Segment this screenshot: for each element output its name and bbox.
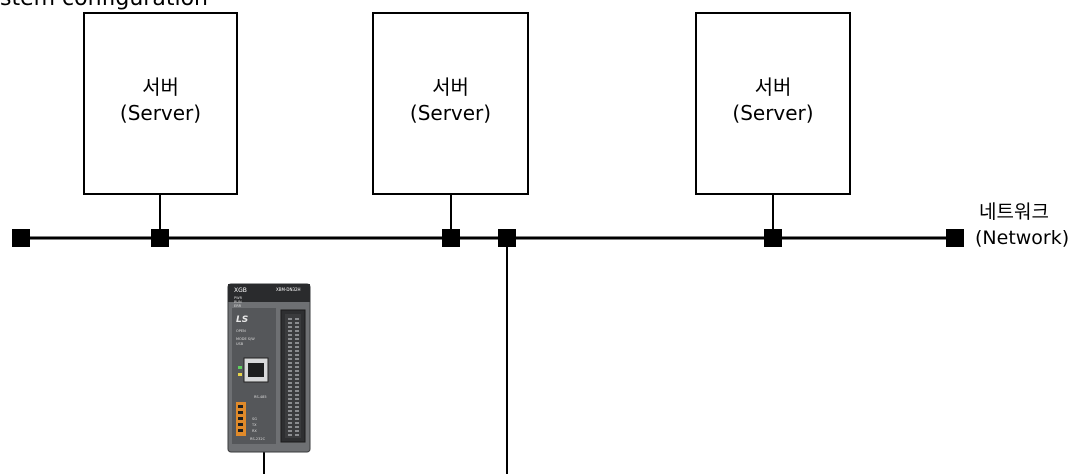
plc-led-err: ERR <box>234 304 242 308</box>
plc-usb-label: USB <box>236 342 244 346</box>
plc-model-text: XGB <box>234 287 247 294</box>
plc-rs485-label: RS-485 <box>254 395 267 399</box>
plc-mode-label: MODE S/W <box>236 337 255 341</box>
plc-tx-label: TX <box>251 423 257 427</box>
plc-brand-logo: LS <box>236 315 248 325</box>
plc-module-text: XBM-DN32H <box>276 287 301 292</box>
plc-sg-label: SG <box>252 417 257 421</box>
plc-rs232-label: RS-232C <box>250 437 266 441</box>
plc-open-label: OPEN <box>236 329 246 333</box>
plc-rx-label: RX <box>252 429 257 433</box>
